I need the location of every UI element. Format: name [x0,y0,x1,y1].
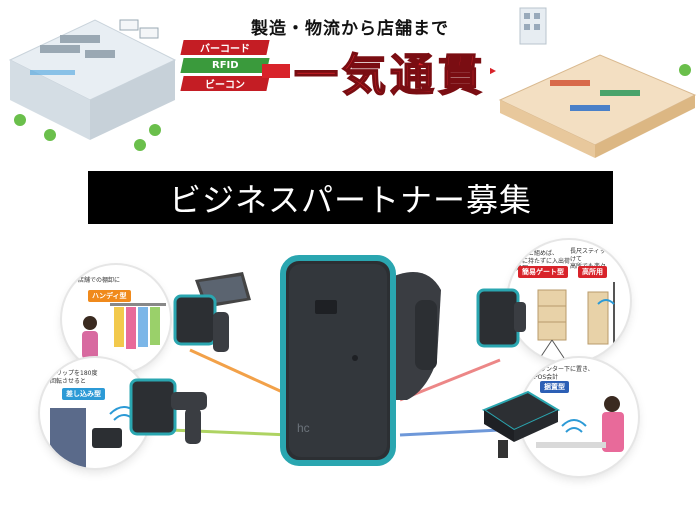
insert-reader-device [129,378,207,444]
barcode-badge: バーコード [180,40,270,55]
handy-tag: ハンディ型 [88,290,131,302]
factory-illustration [8,19,177,151]
handy-reader-device [173,272,251,352]
slogan: 一気通貫 [290,39,490,103]
shelf-scan-icon [537,282,615,359]
worker-scan-icon [50,406,139,468]
rfid-badge: RFID [180,58,270,73]
svg-text:hc: hc [297,421,310,435]
gate-tag: 簡易ゲート型 [518,266,568,278]
headline: 製造・物流から店舗まで [251,19,449,39]
handy-note: 店舗での棚卸に [78,277,121,284]
gate-use-circle: 三脚と組めば、手に持たずに入出荷処理 簡易ゲート型 長尺スティックをつけて高所で… [508,240,630,362]
desk-tag: 据置型 [540,381,569,393]
handy-use-circle: 店舗での棚卸に ハンディ型 [62,265,170,373]
beacon-badge: ビーコン [180,76,270,91]
tech-badge-stack: バーコード RFID ビーコン [180,40,270,94]
main-rfid-reader: hc [280,255,441,466]
store-illustration [498,7,697,158]
insert-note: グリップを180度回転させると [50,370,98,385]
pos-counter-icon [536,396,624,452]
insert-tag: 差し込み型 [62,388,105,400]
desk-note: カウンター下に置き、POS会計 [534,366,594,381]
slogan-text: 一気通貫 [290,39,490,103]
recruitment-banner: ビジネスパートナー募集 [88,171,613,224]
desk-reader-device [481,390,561,458]
gate-reader-device [476,288,526,348]
stick-tag: 高所用 [578,266,607,278]
clothing-rack-icon [82,303,166,359]
